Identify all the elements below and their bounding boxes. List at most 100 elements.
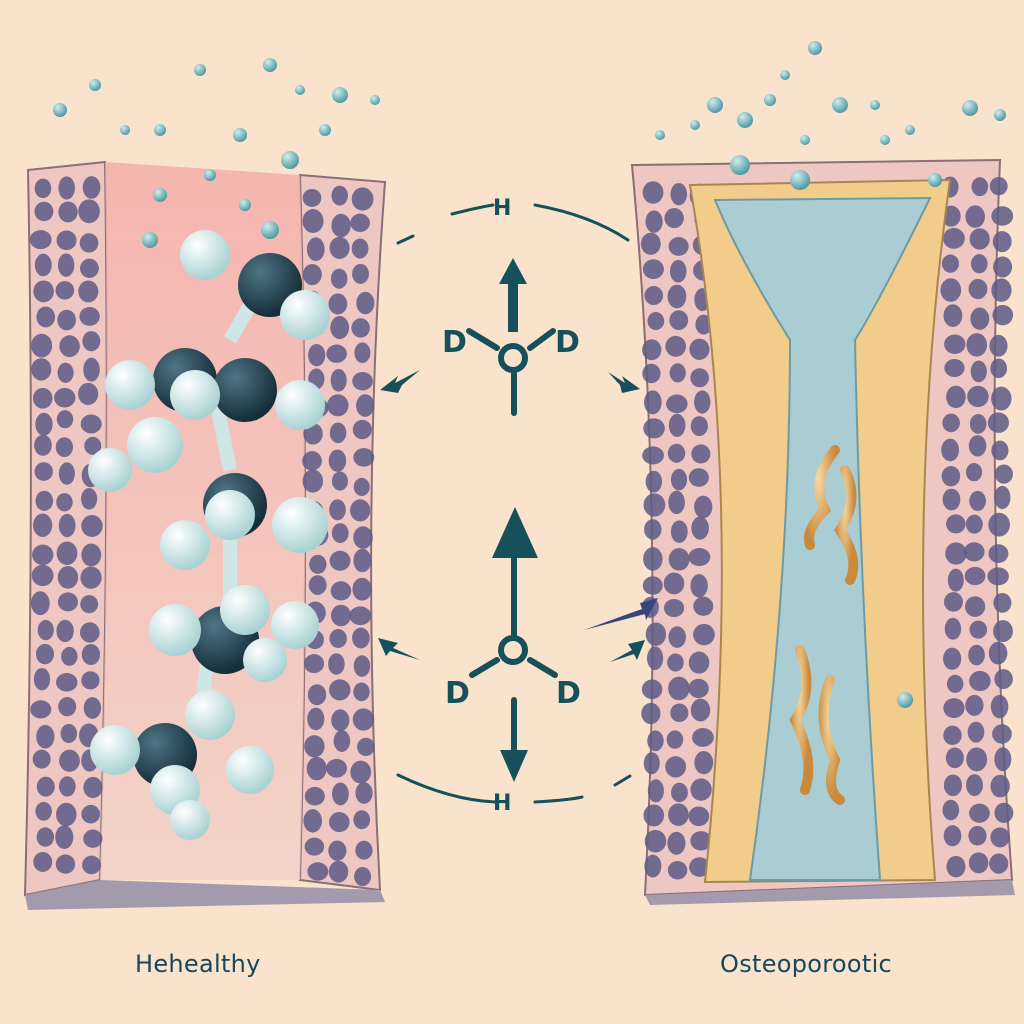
bone-cell xyxy=(642,339,662,361)
bone-cell xyxy=(944,358,965,378)
bone-cell xyxy=(304,735,325,758)
bone-cell xyxy=(647,779,664,803)
bone-cell xyxy=(987,412,1010,433)
bone-cell xyxy=(58,462,75,485)
bone-cell xyxy=(943,725,962,746)
bone-cell xyxy=(994,669,1013,689)
particle xyxy=(263,58,277,72)
bone-cell xyxy=(969,228,990,250)
bone-cell xyxy=(668,676,690,701)
bone-cell xyxy=(302,209,324,234)
bottom-arc-label: H xyxy=(493,791,511,816)
particle xyxy=(261,221,279,239)
bone-cell xyxy=(352,419,372,440)
bone-cell xyxy=(663,598,685,618)
bone-cell xyxy=(943,304,963,327)
bone-cell xyxy=(56,541,78,565)
bone-cell xyxy=(34,201,54,222)
arrow-right-icon xyxy=(608,372,640,393)
particle xyxy=(239,199,251,211)
bone-cell xyxy=(35,490,54,511)
atom xyxy=(220,585,270,635)
bone-cell xyxy=(670,520,688,543)
top-arc-label: H xyxy=(493,196,511,221)
bone-cell xyxy=(84,436,102,455)
particle xyxy=(233,128,247,142)
bone-cell xyxy=(642,446,664,465)
bone-cell xyxy=(940,278,962,302)
bone-cell xyxy=(36,827,55,847)
bone-cell xyxy=(965,514,983,534)
bone-cell xyxy=(328,449,347,472)
bone-cell xyxy=(994,802,1014,823)
arrow-down-icon xyxy=(500,750,528,782)
particle xyxy=(800,135,810,145)
atom xyxy=(205,490,255,540)
bone-cell xyxy=(671,782,688,803)
bone-cell xyxy=(306,237,325,262)
bone-cell xyxy=(350,213,370,233)
bone-cell xyxy=(667,443,686,463)
bone-cell xyxy=(83,776,103,799)
bone-cell xyxy=(691,516,709,540)
arrow-right-icon xyxy=(610,640,645,662)
particle xyxy=(53,103,67,117)
bone-cell xyxy=(988,641,1008,665)
bone-cell xyxy=(36,724,55,749)
bone-cell xyxy=(303,809,323,833)
particle xyxy=(142,232,158,248)
bone-cell xyxy=(688,678,709,699)
bone-cell xyxy=(688,806,710,827)
bone-cell xyxy=(688,548,711,567)
bone-cell xyxy=(302,469,324,493)
molecule-model xyxy=(88,230,330,840)
bone-cell xyxy=(81,643,101,666)
bone-cell xyxy=(353,477,370,497)
bone-cell xyxy=(326,344,347,363)
healthy-bone-section xyxy=(23,160,387,910)
atom xyxy=(160,520,210,570)
atom-label: D xyxy=(556,676,581,711)
bone-cell xyxy=(55,825,74,850)
bone-cell xyxy=(353,810,371,830)
particle xyxy=(332,87,348,103)
bone-cell xyxy=(31,333,53,358)
bone-cell xyxy=(29,230,52,250)
bone-cell xyxy=(33,667,51,691)
bone-cell xyxy=(36,776,55,797)
floating-particles xyxy=(53,41,1006,708)
particle xyxy=(870,100,880,110)
bone-cell xyxy=(34,434,52,456)
bone-cell xyxy=(357,737,375,757)
bone-cell xyxy=(56,410,74,429)
bone-cell xyxy=(329,550,351,571)
bone-cell xyxy=(57,592,78,612)
bone-cell xyxy=(690,574,708,598)
bone-cell xyxy=(35,643,55,665)
bone-cell xyxy=(56,673,78,692)
bone-cell xyxy=(304,837,325,856)
bone-cell xyxy=(81,804,101,824)
arrow-left-icon xyxy=(380,370,420,393)
osteoporotic-bone-section xyxy=(630,158,1015,905)
bone-cell xyxy=(58,696,77,717)
particle xyxy=(154,124,166,136)
bone-cell xyxy=(32,387,53,409)
bone-cell xyxy=(352,627,370,649)
bone-cell xyxy=(645,470,663,493)
bone-cell xyxy=(330,268,348,289)
bone-cell xyxy=(665,756,687,778)
bone-cell xyxy=(34,178,52,199)
bone-cell xyxy=(333,730,351,752)
bone-cell xyxy=(668,626,686,648)
arrow-up-icon xyxy=(492,507,538,558)
particle xyxy=(194,64,206,76)
bone-cell xyxy=(667,861,688,880)
bone-cell xyxy=(968,278,988,300)
bone-cell xyxy=(968,435,987,457)
bone-cell xyxy=(78,382,99,406)
atom xyxy=(170,370,220,420)
bone-cell xyxy=(690,416,708,437)
bone-cell xyxy=(34,253,52,277)
bone-cell xyxy=(58,513,76,538)
